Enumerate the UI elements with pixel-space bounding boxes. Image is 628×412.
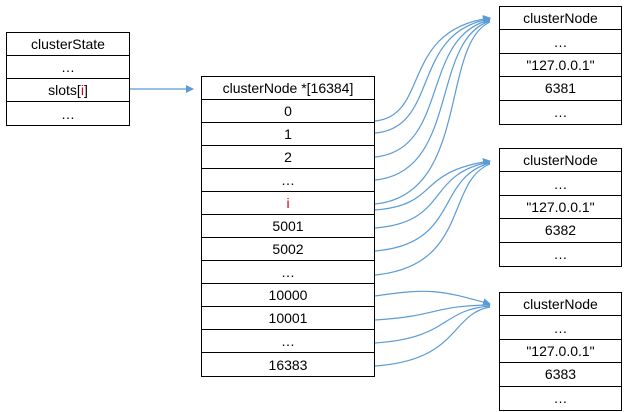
- cluster-node-ellipsis: …: [553, 390, 568, 407]
- slot-row: …: [202, 169, 374, 192]
- cluster-node-table-2: clusterNode … "127.0.0.1" 6382 …: [499, 148, 622, 267]
- slot-to-node-arrow: [374, 306, 491, 367]
- slot-row: 2: [202, 146, 374, 169]
- slot-row: …: [202, 330, 374, 353]
- slot-to-node-arrow: [374, 290, 491, 306]
- cluster-node-ip: "127.0.0.1": [500, 340, 621, 364]
- cluster-node-port: 6383: [500, 363, 621, 387]
- slot-row: 0: [202, 100, 374, 123]
- slot-to-node-arrow: [374, 305, 491, 344]
- slot-to-node-arrow: [374, 14, 491, 122]
- slots-suffix: ]: [83, 82, 88, 98]
- slot-to-node-arrow: [374, 21, 491, 205]
- slot-row: 10001: [202, 307, 374, 330]
- cluster-state-ellipsis-row: …: [61, 105, 75, 122]
- slot-to-node-arrow: [374, 163, 491, 276]
- slot-row: 1: [202, 123, 374, 146]
- slot-to-node-arrow: [374, 162, 491, 252]
- cluster-node-title: clusterNode: [500, 149, 621, 173]
- cluster-node-ip: "127.0.0.1": [500, 196, 621, 220]
- slot-to-node-arrow: [374, 161, 491, 229]
- cluster-node-ellipsis: …: [553, 104, 568, 121]
- cluster-node-ellipsis: …: [553, 246, 568, 263]
- slot-to-node-arrow: [374, 19, 491, 158]
- cluster-node-ellipsis: …: [500, 172, 621, 196]
- slot-to-node-arrow: [374, 20, 491, 181]
- cluster-node-ellipsis: …: [500, 30, 621, 54]
- slot-row: 5001: [202, 215, 374, 238]
- slots-index: i: [80, 82, 84, 98]
- slot-to-node-arrow: [374, 304, 491, 321]
- cluster-node-ellipsis: …: [500, 316, 621, 340]
- cluster-node-port: 6381: [500, 77, 621, 101]
- slot-row-highlighted: i: [202, 192, 374, 215]
- cluster-node-port: 6382: [500, 219, 621, 243]
- cluster-state-table: clusterState … slots[i] …: [6, 32, 130, 126]
- cluster-state-ellipsis-row: …: [7, 56, 129, 79]
- slot-to-node-arrow: [374, 16, 491, 134]
- slots-array-title: clusterNode *[16384]: [202, 77, 374, 100]
- cluster-node-ip: "127.0.0.1": [500, 54, 621, 78]
- cluster-node-table-3: clusterNode … "127.0.0.1" 6383 …: [499, 292, 622, 411]
- slot-row: 10000: [202, 284, 374, 307]
- cluster-node-title: clusterNode: [500, 293, 621, 317]
- slot-to-node-arrow: [374, 158, 491, 211]
- slots-prefix: slots[: [48, 82, 81, 98]
- slot-row: 16383: [268, 356, 308, 373]
- cluster-state-slots-row: slots[i]: [7, 79, 129, 102]
- slots-array-table: clusterNode *[16384] 0 1 2 … i 5001 5002…: [201, 76, 375, 377]
- cluster-node-table-1: clusterNode … "127.0.0.1" 6381 …: [499, 6, 622, 125]
- slot-row: …: [202, 261, 374, 284]
- cluster-state-title: clusterState: [7, 33, 129, 56]
- cluster-node-title: clusterNode: [500, 7, 621, 31]
- slot-row: 5002: [202, 238, 374, 261]
